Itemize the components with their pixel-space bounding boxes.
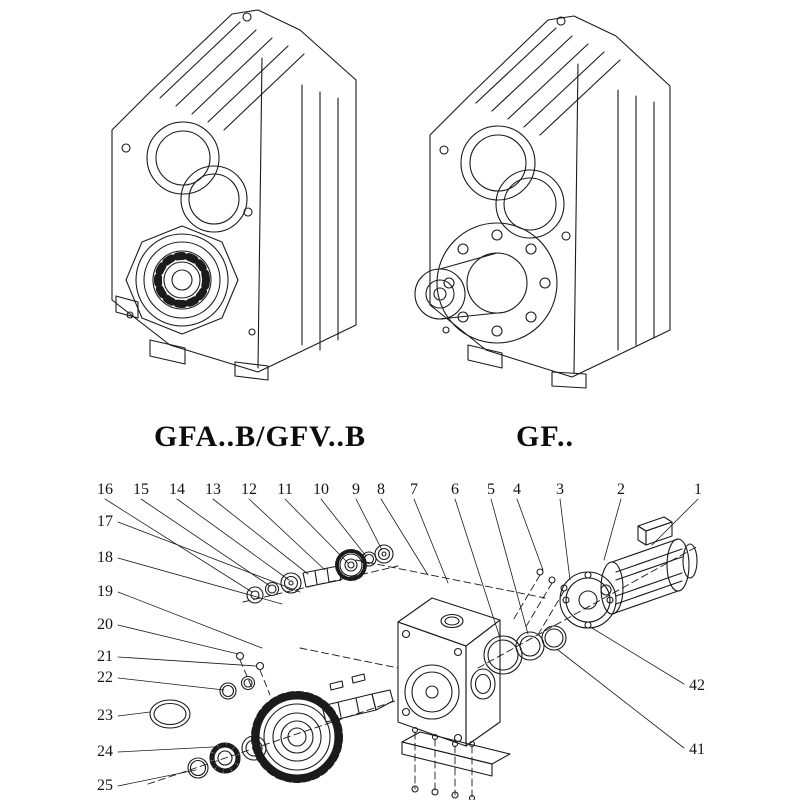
output-gear-parts	[149, 651, 394, 783]
callout-15: 15	[133, 481, 149, 498]
callout-17: 17	[97, 513, 113, 530]
callout-3: 3	[556, 481, 564, 498]
right-top-fins	[475, 27, 621, 136]
left-output-bearing	[125, 225, 239, 335]
callout-13: 13	[205, 481, 221, 498]
callout-14: 14	[169, 481, 185, 498]
callout-16: 16	[97, 481, 113, 498]
callout-9: 9	[352, 481, 360, 498]
callout-18: 18	[97, 549, 113, 566]
housing	[397, 597, 501, 747]
callout-20: 20	[97, 616, 113, 633]
motor-assembly	[600, 516, 698, 615]
callout-2: 2	[617, 481, 625, 498]
gearbox-left-drawing	[111, 9, 357, 381]
left-bore-circles	[146, 121, 248, 233]
callout-24: 24	[97, 743, 113, 760]
callout-5: 5	[487, 481, 495, 498]
left-side-ribs	[301, 84, 339, 351]
rings-and-flange	[483, 571, 617, 675]
right-bore-circles	[460, 125, 565, 239]
callout-22: 22	[97, 669, 113, 686]
callout-4: 4	[513, 481, 521, 498]
callout-8: 8	[377, 481, 385, 498]
callout-21: 21	[97, 648, 113, 665]
model-label-left: GFA..B/GFV..B	[154, 420, 366, 453]
assembly-axis-lines	[147, 545, 699, 799]
callout-19: 19	[97, 583, 113, 600]
right-bolt-holes	[439, 145, 571, 334]
callout-6: 6	[451, 481, 459, 498]
callout-41: 41	[689, 741, 705, 758]
callout-25: 25	[97, 777, 113, 794]
right-output-shaft	[414, 252, 498, 320]
callout-42: 42	[689, 677, 705, 694]
leader-lines	[104, 498, 699, 787]
right-output-flange	[436, 222, 558, 344]
input-shaft-parts	[246, 544, 394, 604]
exploded-diagram	[104, 498, 699, 800]
left-bolt-holes	[121, 143, 256, 336]
callout-23: 23	[97, 707, 113, 724]
bottom-cover-plate	[401, 726, 511, 800]
callout-12: 12	[241, 481, 257, 498]
gearbox-right-drawing	[414, 15, 671, 389]
left-top-fins	[159, 21, 305, 131]
model-label-right: GF..	[516, 420, 574, 453]
right-side-ribs	[617, 89, 655, 351]
callout-1: 1	[694, 481, 702, 498]
callout-7: 7	[410, 481, 418, 498]
left-mounting-feet	[115, 295, 269, 381]
callout-10: 10	[313, 481, 329, 498]
callout-11: 11	[277, 481, 293, 498]
right-mounting-feet	[467, 344, 587, 389]
